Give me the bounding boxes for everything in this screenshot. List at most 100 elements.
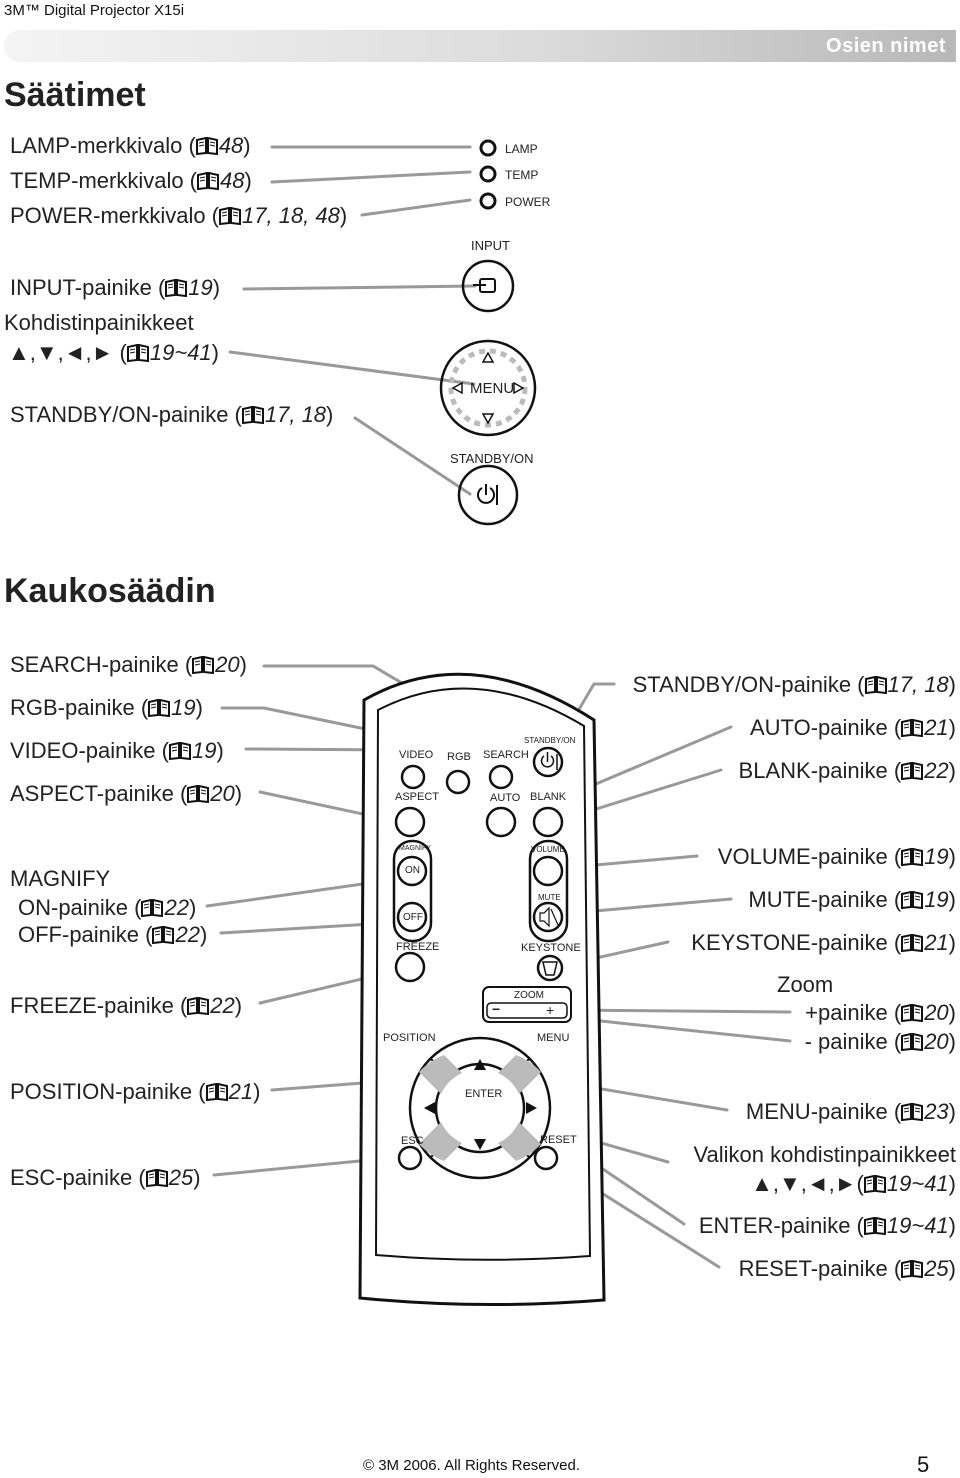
btn-reset-label: RESET <box>540 1134 577 1146</box>
book-icon <box>901 891 924 909</box>
btn-zoom-plus[interactable]: + <box>546 1002 555 1018</box>
book-icon <box>141 899 164 917</box>
panel-temp-label: TEMP <box>505 168 539 182</box>
btn-magnify-label: MAGNIFY <box>399 845 431 852</box>
callout-keystone: KEYSTONE-painike (21) <box>691 930 956 955</box>
book-icon <box>165 279 188 297</box>
callout-freeze: FREEZE-painike (22) <box>10 993 243 1018</box>
btn-freeze-label: FREEZE <box>396 941 440 953</box>
callout-reset: RESET-painike (25) <box>738 1256 956 1281</box>
callout-zoom-minus: - painike (20) <box>804 1029 956 1054</box>
callout-auto: AUTO-painike (21) <box>749 715 956 740</box>
auto-button <box>485 806 517 838</box>
book-icon <box>901 848 924 866</box>
page-number: 5 <box>917 1452 930 1477</box>
rgb-button <box>445 769 471 795</box>
callout-zoom-title: Zoom <box>777 972 834 997</box>
callout-cursor-title: Kohdistinpainikkeet <box>4 310 194 335</box>
btn-off-label: OFF <box>403 912 423 923</box>
mute-button <box>532 901 564 933</box>
reset-button <box>533 1145 559 1171</box>
callout-zoom-plus: +painike (20) <box>805 1000 956 1025</box>
callout-position: POSITION-painike (21) <box>10 1079 261 1104</box>
input-button <box>461 259 515 313</box>
btn-auto-label: AUTO <box>490 792 521 804</box>
callout-lamp: LAMP-merkkivalo (48) <box>10 133 251 158</box>
callout-menu: MENU-painike (23) <box>745 1099 956 1124</box>
book-icon <box>241 406 264 424</box>
btn-standby-label: STANDBY/ON <box>524 736 576 745</box>
panel-input-label: INPUT <box>471 238 510 253</box>
blank-button <box>532 806 564 838</box>
callout-aspect: ASPECT-painike (20) <box>10 781 243 806</box>
power-indicator <box>479 192 497 210</box>
keystone-button <box>536 954 564 982</box>
callout-menu-cursor-title: Valikon kohdistinpainikkeet <box>693 1142 956 1167</box>
book-icon <box>901 1033 924 1051</box>
zoom-rocker <box>482 986 572 1023</box>
magnify-group <box>392 839 433 943</box>
btn-rgb-label: RGB <box>447 751 471 763</box>
callout-magnify-on: ON-painike (22) <box>18 895 197 920</box>
callout-esc: ESC-painike (25) <box>10 1165 201 1190</box>
btn-mute-label: MUTE <box>538 893 561 902</box>
book-icon <box>152 926 175 944</box>
book-icon <box>126 344 149 362</box>
callout-menu-cursor: ▲,▼,◄,►(19~41) <box>751 1171 956 1196</box>
standby-button <box>457 464 519 526</box>
callout-standby: STANDBY/ON-painike (17, 18) <box>10 402 334 427</box>
book-icon <box>187 785 210 803</box>
panel-menu-label: MENU <box>470 380 515 397</box>
btn-zoom-minus[interactable]: − <box>492 1001 501 1017</box>
callout-video: VIDEO-painike (19) <box>10 738 224 763</box>
volume-button <box>532 855 564 887</box>
book-icon <box>901 934 924 952</box>
section-label: Osien nimet <box>826 35 946 57</box>
controls-heading: Säätimet <box>4 76 146 114</box>
right-arrow-icon <box>526 1102 537 1114</box>
footer-copyright: © 3M 2006. All Rights Reserved. <box>363 1457 580 1474</box>
btn-zoom-label: ZOOM <box>514 990 544 1001</box>
book-icon <box>863 1217 886 1235</box>
down-arrow-icon <box>474 1139 486 1150</box>
temp-indicator <box>479 165 497 183</box>
book-icon <box>864 676 887 694</box>
btn-esc-label: ESC <box>401 1135 424 1147</box>
btn-on-label: ON <box>405 865 420 876</box>
btn-keystone-label: KEYSTONE <box>521 942 581 954</box>
callout-power: POWER-merkkivalo (17, 18, 48) <box>10 203 348 228</box>
section-bar <box>4 30 956 62</box>
btn-video-label: VIDEO <box>399 749 434 761</box>
callout-mute: MUTE-painike (19) <box>748 887 956 912</box>
remote-heading: Kaukosäädin <box>4 572 216 610</box>
book-icon <box>197 172 220 190</box>
up-arrow-icon <box>474 1059 486 1070</box>
magnify-off-button <box>396 901 428 933</box>
book-icon <box>863 1175 886 1193</box>
book-icon <box>192 656 215 674</box>
cursor-ring <box>439 339 537 437</box>
book-icon <box>901 1103 924 1121</box>
book-icon <box>168 742 191 760</box>
freeze-button <box>394 951 426 983</box>
callout-cursor: ▲,▼,◄,► (19~41) <box>8 340 219 365</box>
menu-cursor-pad <box>408 1036 552 1180</box>
btn-position-label: POSITION <box>383 1032 436 1044</box>
search-button <box>488 764 514 790</box>
btn-blank-label: BLANK <box>530 791 567 803</box>
callout-blank: BLANK-painike (22) <box>738 758 956 783</box>
callout-rgb: RGB-painike (19) <box>10 695 203 720</box>
left-arrow-icon <box>424 1102 435 1114</box>
volume-group <box>528 839 569 943</box>
aspect-button <box>394 806 426 838</box>
callout-remote-standby: STANDBY/ON-painike (17, 18) <box>632 672 956 697</box>
book-icon <box>205 1083 228 1101</box>
book-icon <box>195 137 218 155</box>
video-button <box>400 764 426 790</box>
btn-search-label: SEARCH <box>483 749 529 761</box>
remote-standby-button <box>532 746 564 778</box>
document-title: 3M™ Digital Projector X15i <box>4 2 185 19</box>
magnify-on-button <box>396 855 428 887</box>
book-icon <box>219 207 242 225</box>
